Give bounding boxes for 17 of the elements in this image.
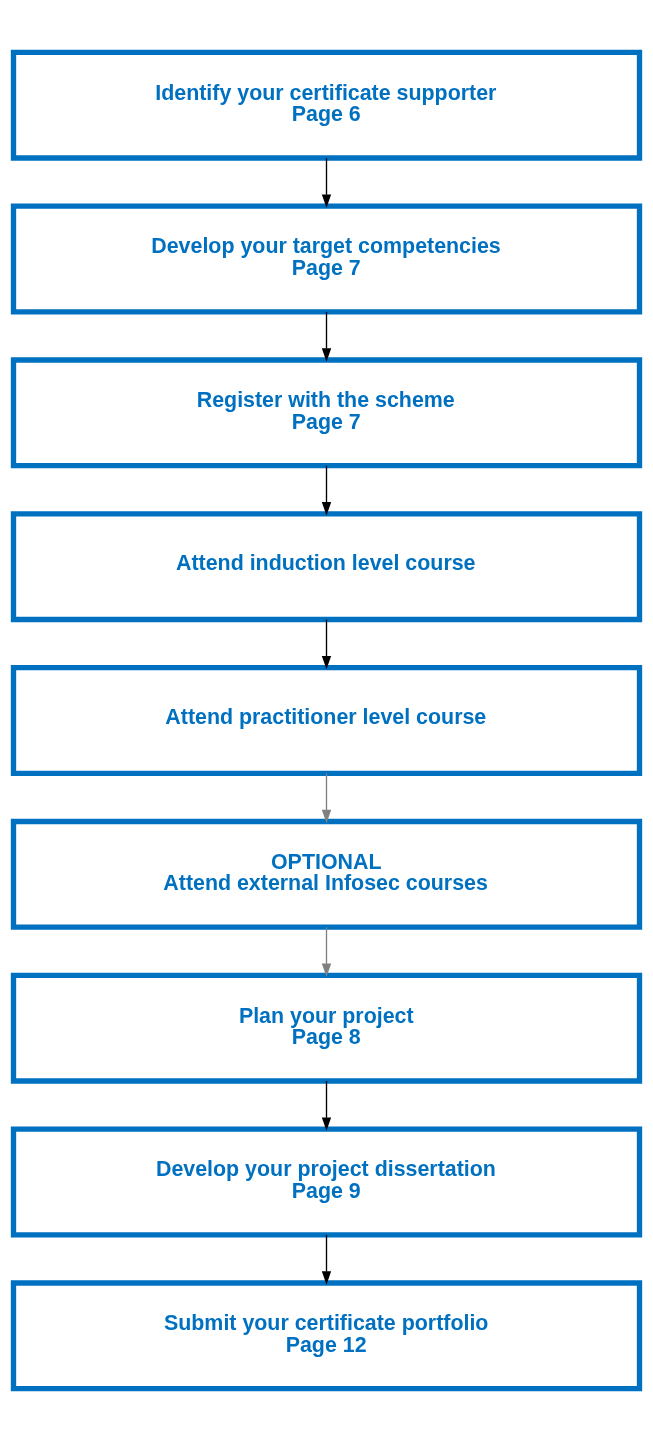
arrow [321, 618, 332, 670]
node-box: Register with the scheme Page 7 [10, 357, 643, 469]
node-box: Develop your target competencies Page 7 [10, 203, 643, 315]
arrow [321, 465, 332, 516]
arrow [321, 1080, 332, 1131]
node-box: Identify your certificate supporter Page 6 [10, 49, 643, 161]
arrow [321, 926, 332, 977]
node-box: Plan your project Page 8 [10, 972, 643, 1084]
node-box: Submit your certificate portfolio Page 12 [10, 1280, 643, 1392]
node-box: Develop your project dissertation Page 9 [10, 1126, 643, 1238]
arrow [321, 1234, 332, 1285]
node-box: OPTIONAL Attend external Infosec courses [10, 818, 643, 930]
node-box: Attend induction level course [10, 511, 643, 623]
arrow [321, 157, 332, 208]
arrow [321, 772, 332, 824]
node-box: Attend practitioner level course [10, 665, 643, 776]
arrow [321, 311, 332, 362]
